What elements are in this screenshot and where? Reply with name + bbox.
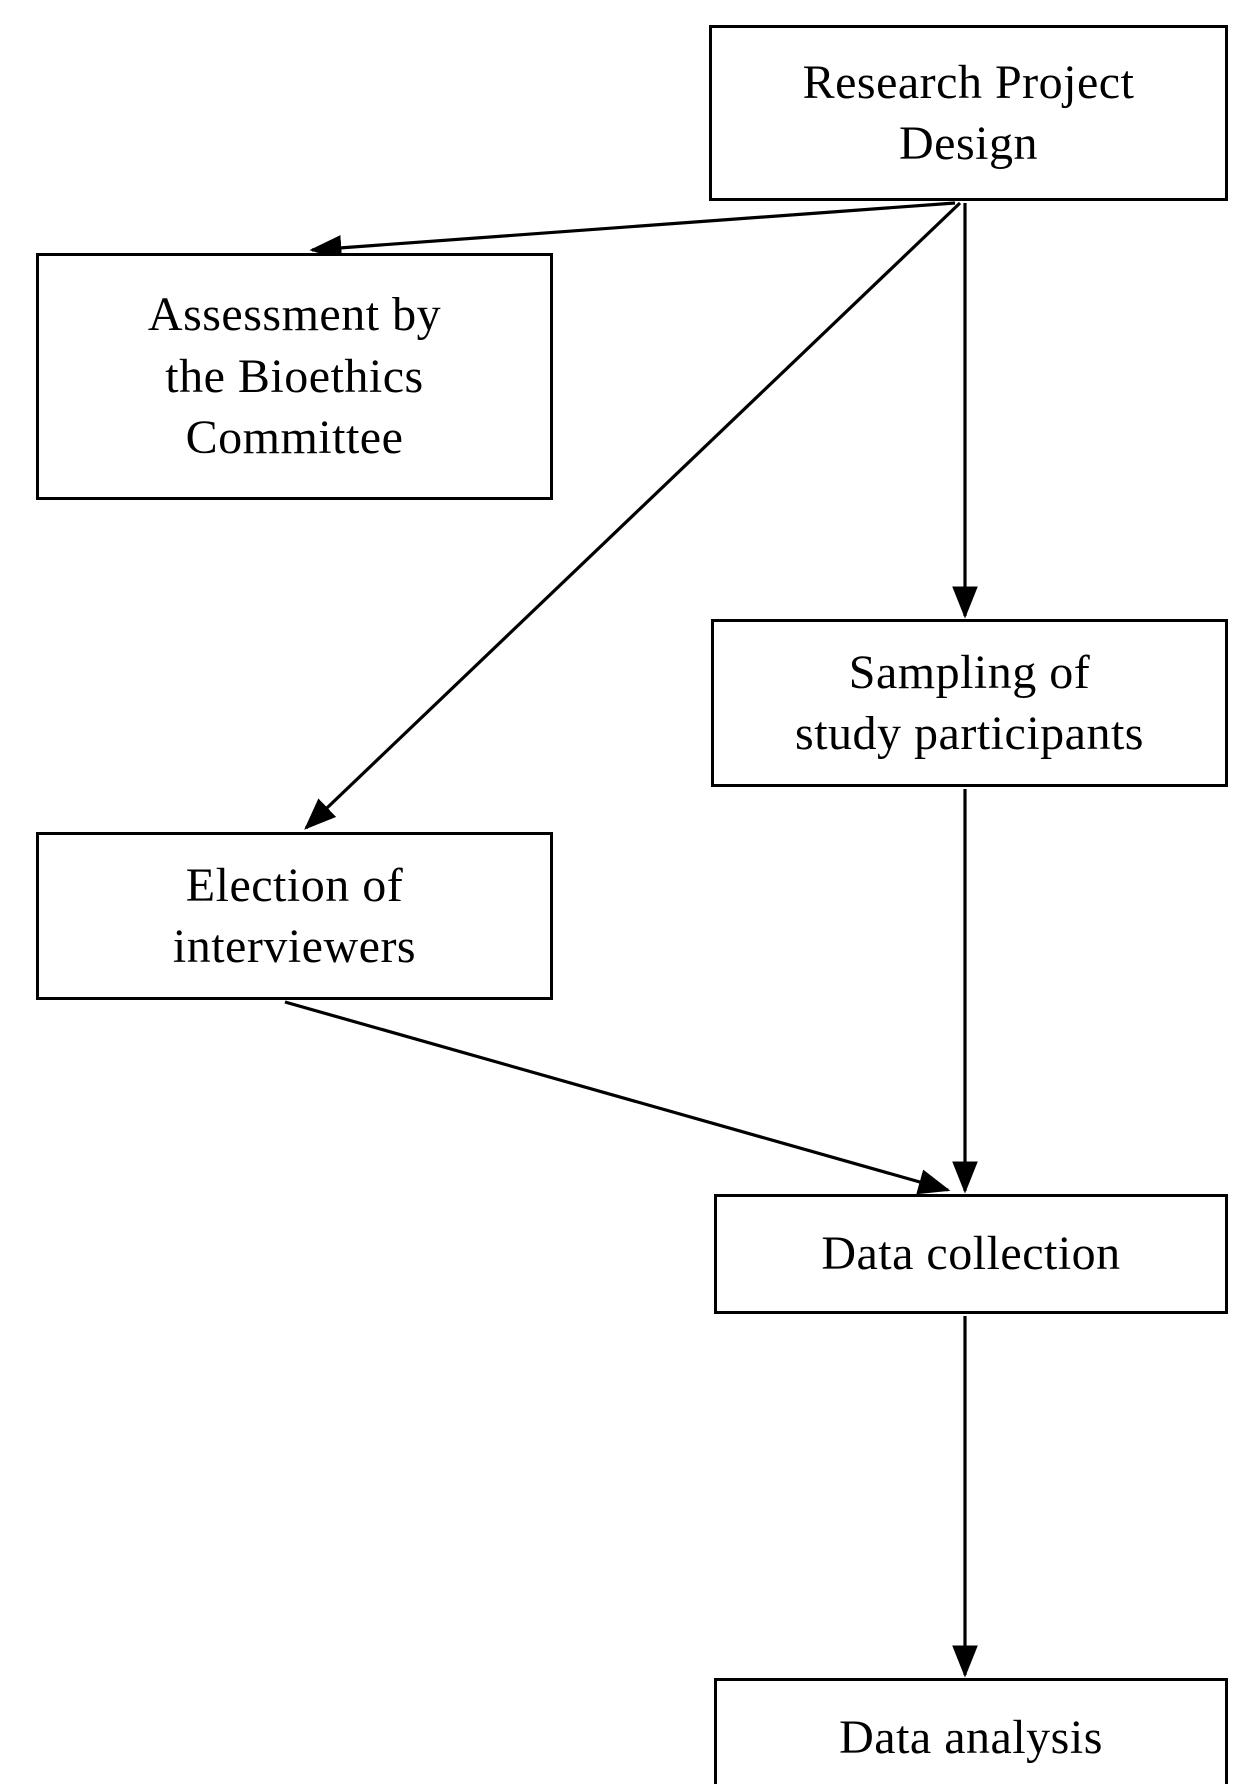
node-bioethics-assessment[interactable]: Assessment by the Bioethics Committee bbox=[36, 253, 553, 500]
node-data-collection[interactable]: Data collection bbox=[714, 1194, 1228, 1314]
node-label-research-project-design: Research Project Design bbox=[802, 55, 1135, 170]
node-label-bioethics-assessment: Assessment by the Bioethics Committee bbox=[147, 288, 442, 465]
node-election-interviewers[interactable]: Election of interviewers bbox=[36, 832, 553, 1000]
node-label-data-analysis: Data analysis bbox=[839, 1711, 1103, 1765]
node-sampling-participants[interactable]: Sampling of study participants bbox=[711, 619, 1228, 787]
node-label-election-interviewers: Election of interviewers bbox=[172, 858, 417, 973]
edge-election-to-collection bbox=[284, 1000, 951, 1195]
node-data-analysis[interactable]: Data analysis bbox=[714, 1678, 1228, 1784]
node-label-sampling-participants: Sampling of study participants bbox=[795, 645, 1144, 760]
edge-design-to-bioethics bbox=[309, 201, 956, 261]
node-label-data-collection: Data collection bbox=[821, 1227, 1121, 1281]
node-research-project-design[interactable]: Research Project Design bbox=[709, 25, 1228, 201]
